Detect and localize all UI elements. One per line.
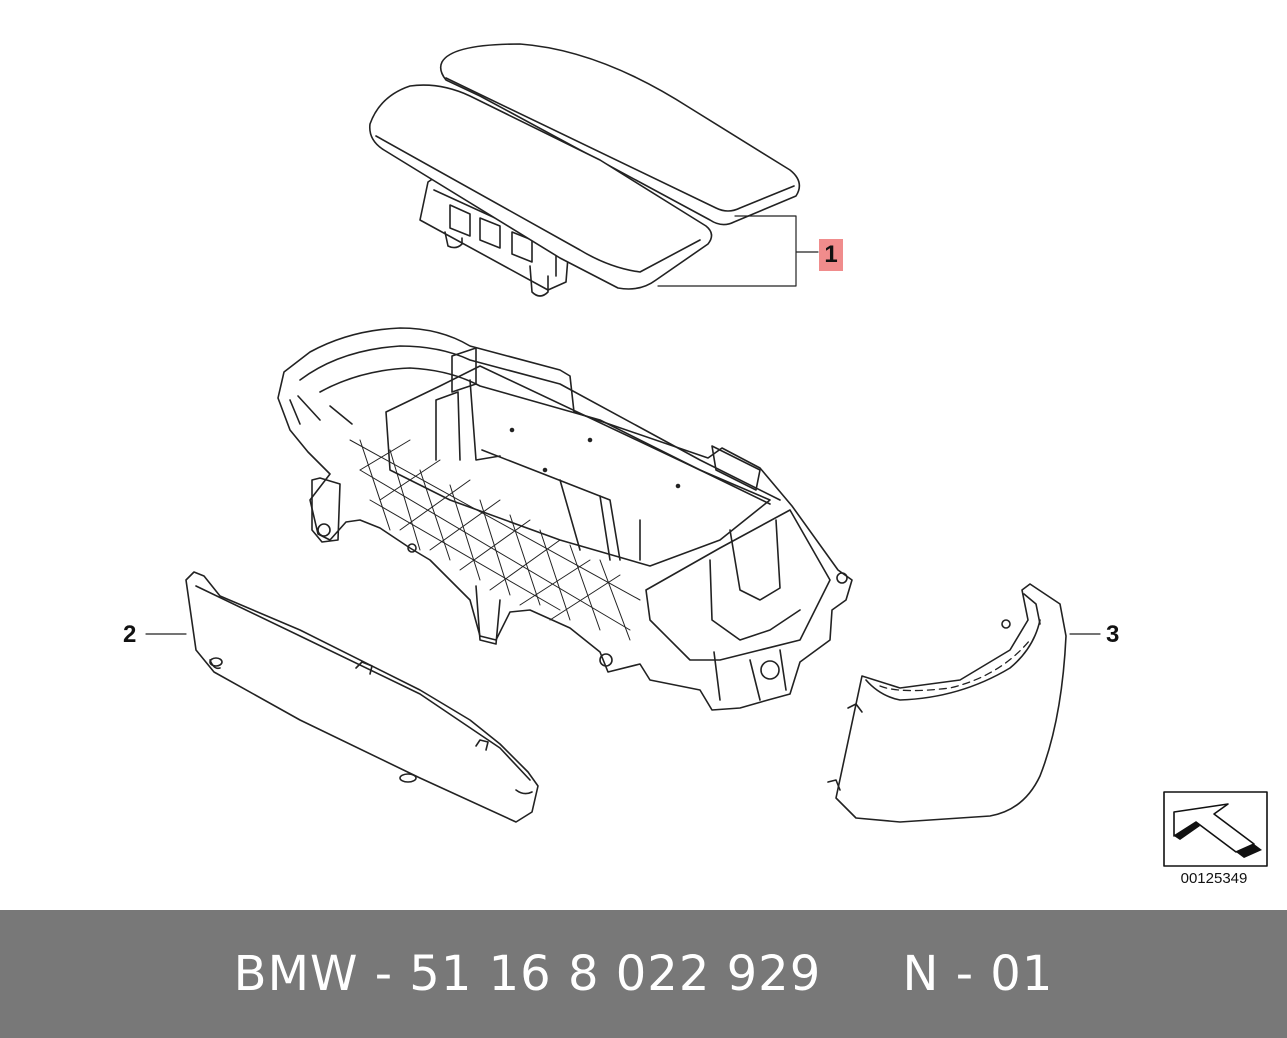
callout-label-1: 1 xyxy=(819,239,843,271)
console-housing xyxy=(277,327,853,711)
parts-diagram xyxy=(145,43,1268,867)
armrest-lid-part xyxy=(368,43,819,297)
callout-label-3: 3 xyxy=(1106,621,1120,648)
left-trim-part xyxy=(145,571,539,823)
lattice-grille xyxy=(349,439,641,641)
part-number-caption: BMW - 51 16 8 022 929 N - 01 xyxy=(233,946,1054,1002)
arrow-direction-icon xyxy=(1163,791,1268,867)
footer-bar: BMW - 51 16 8 022 929 N - 01 xyxy=(0,910,1287,1038)
rear-end-cap-part xyxy=(827,583,1101,823)
callout-label-2: 2 xyxy=(123,621,137,648)
image-number: 00125349 xyxy=(1180,870,1248,887)
